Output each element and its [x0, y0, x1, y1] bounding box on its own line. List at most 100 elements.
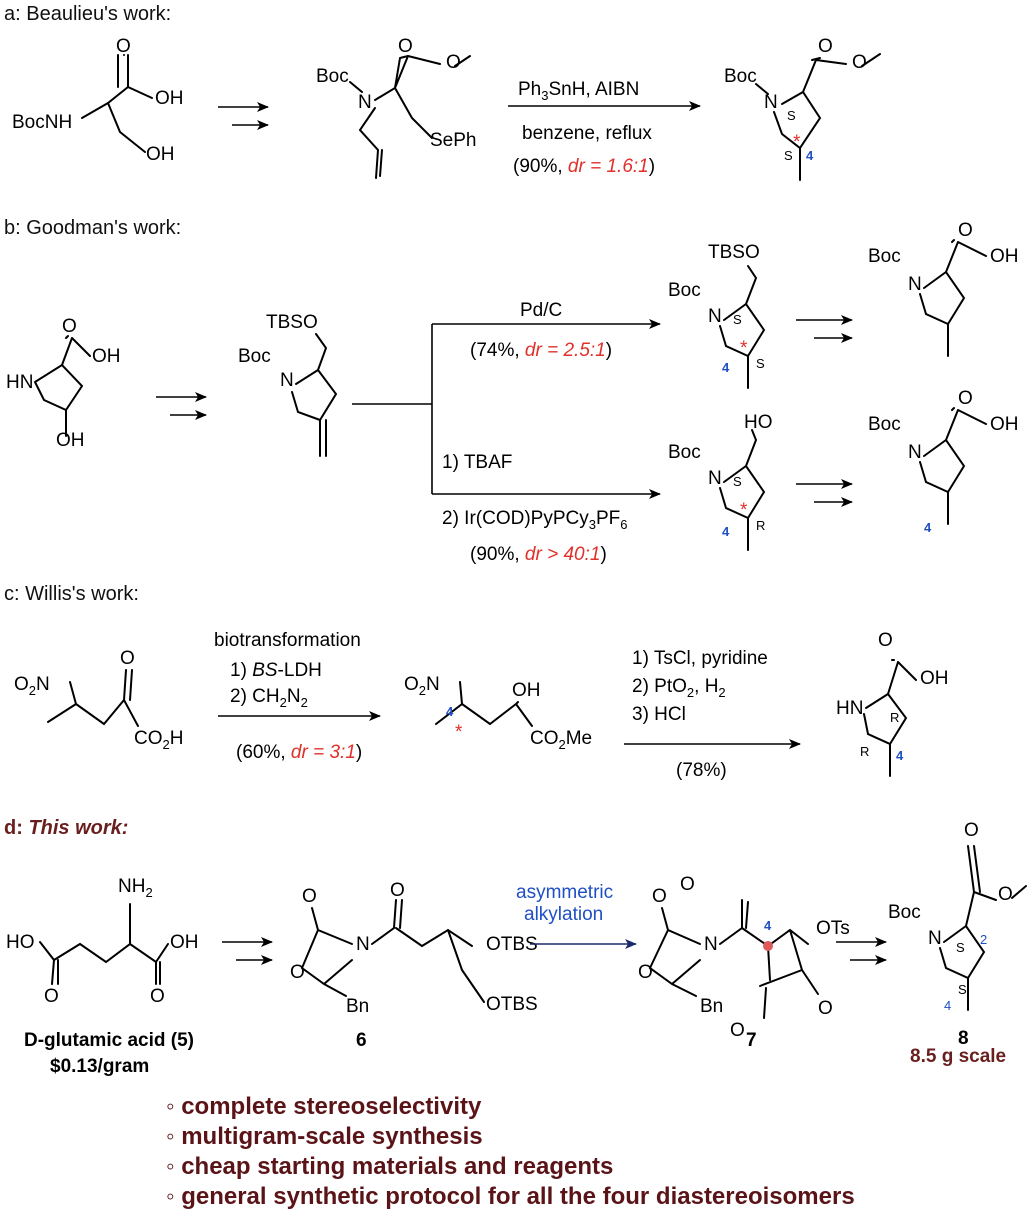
yield-a: (90%, dr = 1.6:1): [513, 156, 655, 177]
o-label: O: [652, 886, 667, 907]
nitro-ketoacid-structure: O2N O CO2H: [14, 648, 183, 752]
boc-label: Boc: [238, 346, 271, 367]
hn-label: HN: [836, 698, 863, 719]
reagent-pdc: Pd/C: [520, 300, 562, 321]
stereo-s-label: S: [956, 940, 965, 955]
reagent-pto2: 2) PtO2, H2: [632, 676, 726, 700]
oh-label: OH: [170, 932, 199, 953]
section-d-title: d: This work:: [4, 817, 128, 839]
stereocenter-star: *: [455, 722, 463, 743]
stereo-s-label-2: S: [756, 356, 765, 371]
section-b-title: b: Goodman's work:: [4, 217, 181, 239]
stereocenter-star: *: [740, 338, 748, 359]
compound-7-label: 7: [746, 1030, 757, 1051]
n-label: N: [358, 92, 372, 113]
arrow-label-alkylation: alkylation: [524, 904, 603, 925]
boc-label: Boc: [668, 280, 701, 301]
o-label: O: [398, 36, 413, 57]
reagent-tbaf: 1) TBAF: [442, 452, 512, 473]
boc-label: Boc: [868, 246, 901, 267]
exomethylene-intermediate-structure: TBSO Boc N: [238, 312, 338, 457]
yield-b-2: (90%, dr > 40:1): [470, 544, 607, 565]
n-label: N: [704, 934, 718, 955]
n-label: N: [708, 468, 722, 489]
stereocenter-dot: [763, 941, 773, 951]
stereo-r-label: R: [890, 710, 899, 725]
boc-label: Boc: [888, 902, 921, 923]
compound-6-structure: O O N O Bn OTBS OTBS: [290, 880, 538, 1017]
boc-label: Boc: [668, 442, 701, 463]
boc-label: Boc: [316, 66, 349, 87]
stereo-s-label: S: [787, 108, 796, 123]
highlight-item: ◦ general synthetic protocol for all the…: [166, 1183, 855, 1210]
compound-8-structure: Boc N O O S 2 S 4: [888, 820, 1027, 1013]
o-ester-label: O: [446, 52, 461, 73]
otbs-label-2: OTBS: [486, 994, 538, 1015]
methylproline-r-r-structure: HN O OH R R 4: [836, 630, 949, 777]
locant-4: 4: [944, 998, 951, 1013]
n-label: N: [280, 370, 294, 391]
selenide-intermediate-structure: Boc N O O SePh: [316, 36, 476, 179]
highlight-item: ◦ complete stereoselectivity: [166, 1093, 482, 1120]
o-label: O: [62, 316, 77, 337]
locant-4: 4: [764, 918, 772, 933]
reagent-ch2n2: 2) CH2N2: [230, 686, 308, 710]
silyl-ether-product-s-structure: TBSO Boc N S S 4 *: [668, 242, 766, 389]
stereo-s-label: S: [733, 312, 742, 327]
oh-label: OH: [512, 680, 541, 701]
scale-label: 8.5 g scale: [910, 1046, 1006, 1067]
bocnh-label: BocNH: [12, 112, 72, 133]
reagent-tscl: 1) TsCl, pyridine: [632, 648, 768, 669]
oh-label: OH: [990, 414, 1019, 435]
compound-5-name: D-glutamic acid (5): [24, 1030, 194, 1051]
reagent-ir-catalyst: 2) Ir(COD)PyPCy3PF6: [442, 508, 627, 532]
yield-c-1: (60%, dr = 3:1): [236, 742, 362, 763]
n-label: N: [764, 92, 778, 113]
yield-b-1: (74%, dr = 2.5:1): [470, 340, 612, 361]
ho-label: HO: [744, 412, 773, 433]
o-label: O: [120, 648, 135, 669]
o-label: O: [964, 820, 979, 841]
tbso-label: TBSO: [708, 242, 760, 263]
n-label: N: [356, 934, 370, 955]
reagent-solvent: benzene, reflux: [522, 123, 652, 144]
oh-label: OH: [920, 668, 949, 689]
locant-2: 2: [980, 932, 987, 947]
seph-label: SePh: [430, 130, 476, 151]
n-label: N: [928, 928, 942, 949]
nitro-hydroxyester-structure: O2N OH CO2Me 4 *: [404, 674, 592, 752]
oh-label: OH: [990, 246, 1019, 267]
o-carbonyl-label: O: [818, 998, 833, 1019]
alcohol-product-r-structure: HO Boc N S R 4 *: [668, 412, 773, 551]
locant-4: 4: [722, 524, 730, 539]
methylproline-acid-cis-structure: Boc N O OH 4: [868, 388, 1019, 535]
o-ester-label: O: [852, 52, 867, 73]
bn-label: Bn: [346, 996, 369, 1017]
stereo-s-label-2: S: [958, 982, 967, 997]
locant-4: 4: [896, 748, 904, 763]
o2n-label: O2N: [404, 674, 440, 698]
compound-5-price: $0.13/gram: [50, 1056, 149, 1077]
ots-label: OTs: [816, 918, 850, 939]
n-label: N: [908, 274, 922, 295]
stereo-s-label: S: [733, 474, 742, 489]
o-label-2: O: [390, 880, 405, 901]
stereo-r-label: R: [756, 518, 765, 533]
compound-8-label: 8: [958, 1028, 969, 1049]
locant-4: 4: [446, 704, 454, 719]
ho-label: HO: [6, 932, 35, 953]
o2n-label: O2N: [14, 674, 50, 698]
boc-label: Boc: [868, 414, 901, 435]
o-label-2: O: [680, 874, 695, 895]
section-c-title: c: Willis's work:: [4, 583, 139, 605]
o-label: O: [878, 630, 893, 651]
highlight-item: ◦ multigram-scale synthesis: [166, 1123, 483, 1150]
boc-label: Boc: [724, 66, 757, 87]
n-label: N: [708, 306, 722, 327]
stereocenter-star: *: [793, 132, 801, 153]
oh-label: OH: [92, 346, 121, 367]
compound-7-structure: O O N O Bn OTs O O 4: [638, 874, 850, 1041]
locant-4: 4: [924, 520, 932, 535]
n-label: N: [908, 442, 922, 463]
tbso-label: TBSO: [266, 312, 318, 333]
